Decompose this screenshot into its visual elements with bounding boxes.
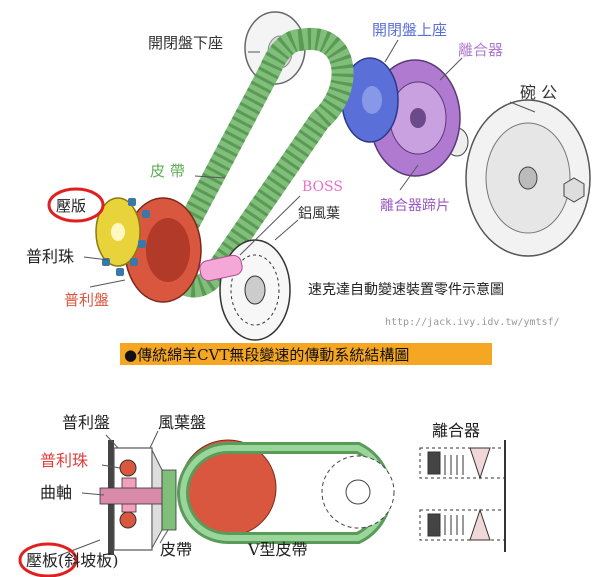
leader-lines [83, 39, 536, 288]
caption-text: 速克達自動變速裝置零件示意圖 [308, 281, 504, 298]
label-pulley: 普利盤 [64, 291, 109, 309]
schematic-clutch-pulley [321, 455, 395, 529]
schematic-label-belt: 皮帶 [160, 540, 192, 559]
banner-text: ●傳統綿羊CVT無段變速的傳動系統結構圖 [124, 346, 409, 364]
drive-pulley [124, 197, 202, 303]
schematic-label-v-belt: V型皮帶 [247, 540, 308, 559]
schematic-belt-wedge [161, 469, 177, 531]
label-driven-lower-seat: 開閉盤下座 [148, 34, 223, 52]
aluminum-fan [219, 239, 291, 341]
schematic-label-roller: 普利珠 [40, 451, 88, 470]
label-ramp-plate: 壓版 [56, 197, 86, 215]
label-clutch: 離合器 [458, 41, 503, 59]
schematic-crankshaft [99, 487, 173, 505]
bowl-nut [563, 177, 585, 203]
watermark-url: http://jack.ivy.idv.tw/ymtsf/ [385, 317, 560, 328]
schematic-label-fan-plate: 風葉盤 [158, 413, 206, 432]
highlight-circle-ramp-plate-bottom [18, 542, 78, 577]
schematic-clutch [419, 440, 506, 552]
driven-upper-seat [341, 57, 399, 143]
label-aluminum-fan: 鋁風葉 [298, 206, 340, 222]
ramp-plate [95, 197, 141, 267]
label-belt: 皮 帶 [150, 162, 185, 180]
label-bowl: 碗 公 [520, 83, 557, 102]
highlight-circle-ramp-plate [47, 187, 105, 223]
title-banner: ●傳統綿羊CVT無段變速的傳動系統結構圖 [120, 343, 492, 365]
schematic-label-ramp-plate: 壓板(斜坡板) [26, 551, 119, 570]
clutch-bowl [465, 99, 591, 257]
boss-sleeve [199, 254, 243, 282]
schematic-leader-lines [57, 430, 169, 557]
schematic-label-pulley: 普利盤 [62, 413, 110, 432]
schematic-label-crankshaft: 曲軸 [40, 483, 72, 502]
label-roller: 普利珠 [26, 247, 74, 266]
label-boss: BOSS [302, 179, 343, 195]
schematic-label-clutch: 離合器 [432, 421, 480, 440]
label-clutch-shoe: 離合器蹄片 [380, 197, 450, 214]
label-driven-upper-seat: 開閉盤上座 [372, 21, 447, 39]
